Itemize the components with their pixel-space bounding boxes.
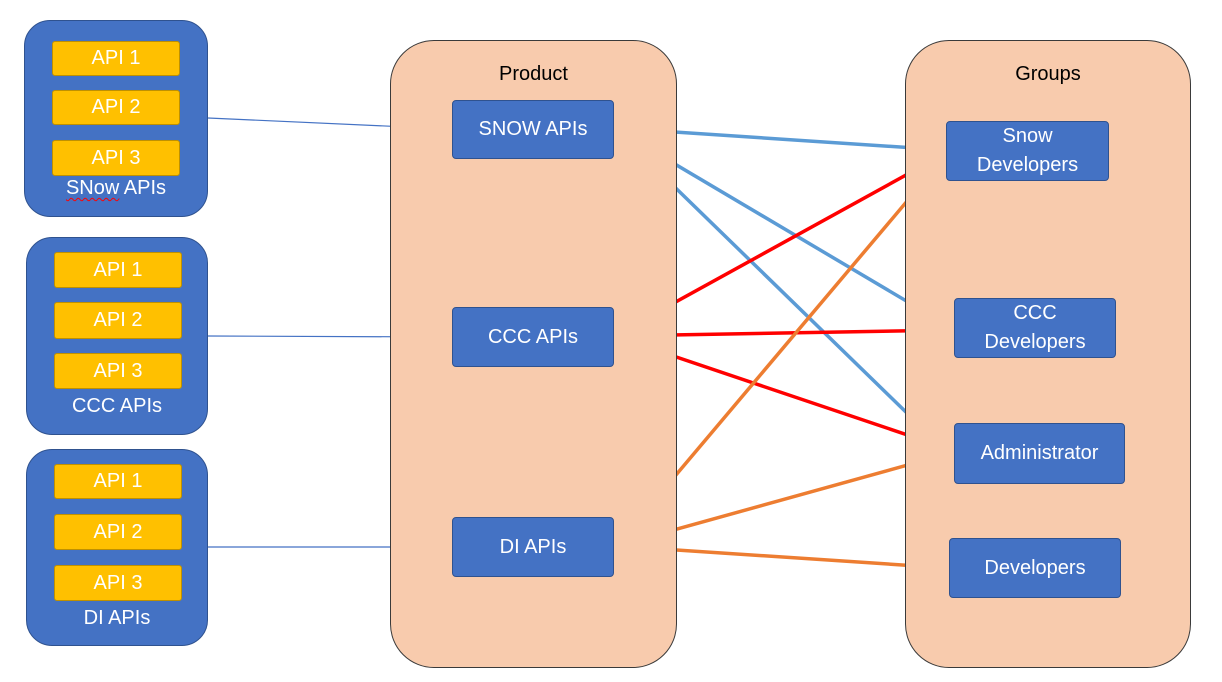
source-group-di: API 1 API 2 API 3 DI APIs [26,449,208,646]
group-node-line: CCC [1013,302,1057,324]
groups-panel-title: Groups [1015,63,1081,85]
group-node-developers: Developers [949,538,1121,598]
group-node-administrator: Administrator [954,423,1125,484]
product-node-snow: SNOW APIs [452,100,614,159]
group-node-line: Developers [976,154,1079,176]
group-node-line: Snow [1002,125,1053,147]
source-group-label: CCC APIs [71,395,163,417]
api-box: API 2 [54,514,182,550]
api-box: API 1 [52,41,180,76]
api-box: API 3 [54,353,182,389]
api-box: API 2 [52,90,180,125]
api-box: API 3 [54,565,182,601]
api-box: API 1 [54,252,182,288]
group-node-line: Developers [984,331,1086,353]
product-node-di: DI APIs [452,517,614,577]
product-node-ccc: CCC APIs [452,307,614,367]
group-node-snow-developers: Snow Developers [946,121,1109,181]
source-group-snow: API 1 API 2 API 3 SNow APIs [24,20,208,217]
product-panel-title: Product [499,63,568,85]
source-group-label: SNow APIs [65,177,167,199]
api-box: API 3 [52,140,180,176]
api-box: API 2 [54,302,182,339]
source-group-ccc: API 1 API 2 API 3 CCC APIs [26,237,208,435]
group-node-ccc-developers: CCC Developers [954,298,1116,358]
source-group-label: DI APIs [83,607,151,629]
api-box: API 1 [54,464,182,499]
